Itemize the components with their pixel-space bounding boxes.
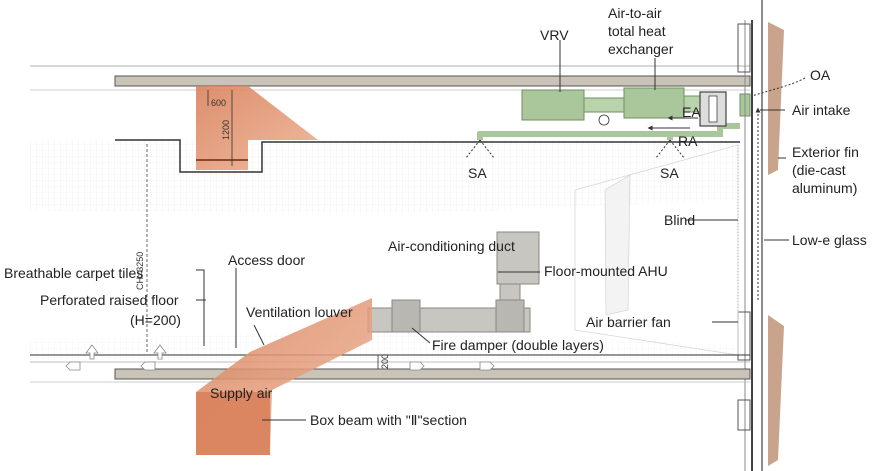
label-fin-1: Exterior fin — [792, 144, 859, 160]
ceiling-grid — [30, 140, 740, 215]
label-fin-2: (die-cast — [792, 162, 846, 178]
dimension-600: 600 — [211, 98, 226, 108]
label-ea: EA — [682, 104, 701, 120]
label-fin-3: aluminum) — [792, 180, 857, 196]
label-box-beam: Box beam with "Ⅱ"section — [310, 412, 467, 428]
label-heat-exchanger-2: total heat — [608, 23, 666, 39]
label-raised-floor: Perforated raised floor — [40, 292, 179, 308]
fan-symbol — [598, 114, 610, 126]
label-oa: OA — [810, 67, 831, 83]
floor-air-arrow — [85, 344, 99, 360]
upper-slab — [114, 75, 751, 87]
label-air-intake: Air intake — [792, 102, 851, 118]
label-louver: Ventilation louver — [246, 304, 353, 320]
dimension-ch: CH=3250 — [135, 252, 145, 290]
label-low-e-glass: Low-e glass — [792, 232, 867, 248]
label-ra: RA — [678, 133, 698, 149]
label-barrier-fan: Air barrier fan — [586, 314, 671, 330]
dimension-1200: 1200 — [221, 120, 231, 140]
label-sa-right: SA — [660, 165, 679, 181]
label-raised-floor-h: (H=200) — [130, 312, 181, 328]
heat-exchanger-unit — [623, 87, 685, 119]
label-sa-left: SA — [468, 165, 487, 181]
exterior-fin-upper — [768, 22, 784, 175]
dimension-200: 200 — [380, 354, 390, 369]
label-heat-exchanger-1: Air-to-air — [608, 5, 662, 21]
floor-mounted-ahu — [496, 231, 540, 285]
upper-box-beam — [196, 86, 318, 170]
ceiling-line — [115, 139, 740, 173]
label-supply-air: Supply air — [210, 385, 273, 401]
vrv-unit — [521, 89, 585, 121]
exterior-fin-lower — [768, 315, 784, 466]
label-ahu: Floor-mounted AHU — [544, 263, 668, 279]
lower-slab — [114, 368, 751, 380]
label-access-door: Access door — [228, 252, 305, 268]
floor-grid — [30, 330, 740, 360]
label-ac-duct: Air-conditioning duct — [388, 238, 515, 254]
label-vrv: VRV — [540, 27, 569, 43]
label-carpet: Breathable carpet tiles — [4, 265, 143, 281]
label-blind: Blind — [664, 212, 695, 228]
supply-duct — [478, 123, 740, 137]
label-heat-exchanger-3: exchanger — [608, 41, 674, 57]
label-fire-damper: Fire damper (double layers) — [432, 337, 604, 353]
